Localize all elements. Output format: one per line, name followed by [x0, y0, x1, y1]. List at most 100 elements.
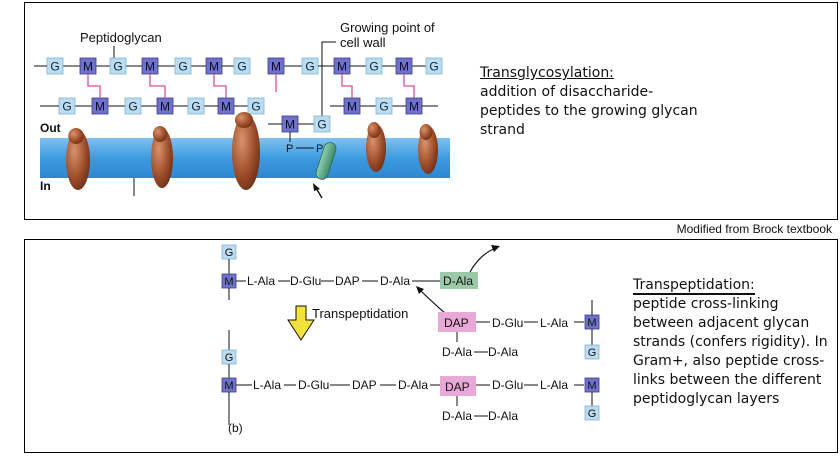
release-arrowhead — [491, 245, 500, 252]
transglycosylation-description: addition of disaccharide-peptides to the… — [480, 84, 698, 138]
g-sugar-box — [425, 57, 443, 75]
membrane-protein — [66, 130, 90, 190]
g-sugar-label: G — [191, 100, 200, 114]
g-sugar-box — [375, 97, 393, 115]
g-sugar-label: G — [588, 408, 597, 420]
peptide-crosslink — [403, 74, 415, 98]
m-sugar-label: M — [221, 100, 231, 114]
g-sugar-label: G — [225, 247, 234, 259]
transglycosylation-title: Transglycosylation: — [480, 65, 614, 81]
m-sugar-label: M — [337, 60, 347, 74]
m-sugar-label: M — [224, 380, 233, 392]
d-ala-residue: D-Ala — [380, 274, 410, 288]
peptidoglycan-label: Peptidoglycan — [80, 30, 162, 45]
panel-b-label: (b) — [228, 421, 243, 435]
g-sugar-box — [247, 97, 265, 115]
l-ala-residue-right: L-Ala — [540, 316, 568, 330]
g-sugar-label: G — [251, 100, 260, 114]
transpeptidation-title: Transpeptidation: — [633, 277, 755, 295]
peptide-crosslink — [341, 74, 353, 98]
m-sugar-label: M — [83, 60, 93, 74]
g-sugar-label: G — [317, 118, 326, 132]
membrane-proteins — [66, 112, 438, 190]
membrane-protein — [151, 128, 173, 188]
m-sugar-label: M — [209, 60, 219, 74]
growing-point-label-line2: cell wall — [340, 35, 386, 50]
g-sugar-box — [124, 97, 142, 115]
lipid-carrier — [315, 142, 337, 180]
l-ala-residue-row3: L-Ala — [253, 378, 281, 392]
d-ala-residue-lower-2: D-Ala — [488, 345, 518, 359]
membrane-protein-head — [152, 126, 168, 142]
m-sugar-label: M — [224, 276, 233, 288]
dap-box-upper — [438, 312, 476, 332]
g-sugar-label: G — [429, 60, 438, 74]
m-sugar-label: M — [399, 60, 409, 74]
l-ala-residue: L-Ala — [247, 274, 275, 288]
m-sugar-label: M — [145, 60, 155, 74]
out-label: Out — [40, 121, 61, 135]
growing-point-pointer — [321, 41, 336, 122]
attack-arrow — [419, 289, 447, 315]
g-sugar-label: G — [62, 100, 71, 114]
g-sugar-label: G — [305, 60, 314, 74]
m-sugar-label: M — [285, 118, 295, 132]
m-sugar-label: M — [95, 100, 105, 114]
in-label: In — [40, 179, 51, 193]
dap-residue: DAP — [335, 274, 360, 288]
g-sugar-box — [174, 57, 192, 75]
g-sugar-box — [313, 115, 331, 133]
membrane-protein-head — [234, 112, 254, 128]
d-glu-residue-right: D-Glu — [492, 316, 523, 330]
transpeptidation-arrow-label: Transpeptidation — [312, 306, 408, 321]
membrane-protein-head — [68, 128, 84, 144]
transglycosylation-notes: Transglycosylation: addition of disaccha… — [480, 64, 700, 140]
g-sugar-label: G — [588, 347, 597, 359]
m-sugar-label: M — [587, 317, 596, 329]
m-sugar-label: M — [587, 380, 596, 392]
peptide-crosslink — [87, 74, 101, 98]
d-ala-residue-lower: D-Ala — [442, 345, 472, 359]
m-sugar-label: M — [409, 100, 419, 114]
d-glu-residue: D-Glu — [290, 274, 321, 288]
g-sugar-label: G — [225, 352, 234, 364]
g-sugar-label: G — [128, 100, 137, 114]
terminal-d-ala-residue: D-Ala — [443, 274, 473, 288]
g-sugar-label: G — [379, 100, 388, 114]
g-sugar-box — [584, 344, 600, 360]
d-glu-residue-row3-right: D-Glu — [492, 378, 523, 392]
transpeptidation-arrow — [287, 305, 315, 341]
g-sugar-label: G — [178, 60, 187, 74]
l-ala-residue-row3-right: L-Ala — [540, 378, 568, 392]
transpeptidation-description: peptide cross-linking between adjacent g… — [633, 296, 828, 407]
g-sugar-box — [109, 57, 127, 75]
dap-residue-lower: DAP — [445, 380, 470, 394]
d-ala-residue-row3-lower: D-Ala — [442, 409, 472, 423]
transpeptidation-panel — [24, 239, 838, 453]
g-sugar-box — [365, 57, 383, 75]
g-sugar-box — [584, 405, 600, 421]
d-glu-residue-row3: D-Glu — [298, 378, 329, 392]
m-sugar-label: M — [160, 100, 170, 114]
peptide-crosslink — [149, 74, 166, 98]
dap-residue-upper: DAP — [444, 316, 469, 330]
terminal-d-ala-box — [440, 272, 478, 289]
lipid-carrier-arrowhead — [313, 183, 320, 191]
peptide-crosslink — [213, 74, 227, 98]
membrane-protein-head — [367, 122, 381, 138]
m-sugar-label: M — [271, 60, 281, 74]
transpeptidation-notes: Transpeptidation: peptide cross-linking … — [633, 276, 833, 409]
g-sugar-box — [187, 97, 205, 115]
source-credit: Modified from Brock textbook — [676, 222, 832, 236]
m-sugar-label: M — [347, 100, 357, 114]
dap-box-lower — [440, 376, 476, 396]
dap-residue-row3: DAP — [352, 378, 377, 392]
growing-point-label-line1: Growing point of — [340, 20, 435, 35]
membrane-protein-head — [419, 124, 433, 140]
g-sugar-label: G — [369, 60, 378, 74]
phosphate-label-1: P — [286, 143, 293, 155]
g-sugar-label: G — [113, 60, 122, 74]
